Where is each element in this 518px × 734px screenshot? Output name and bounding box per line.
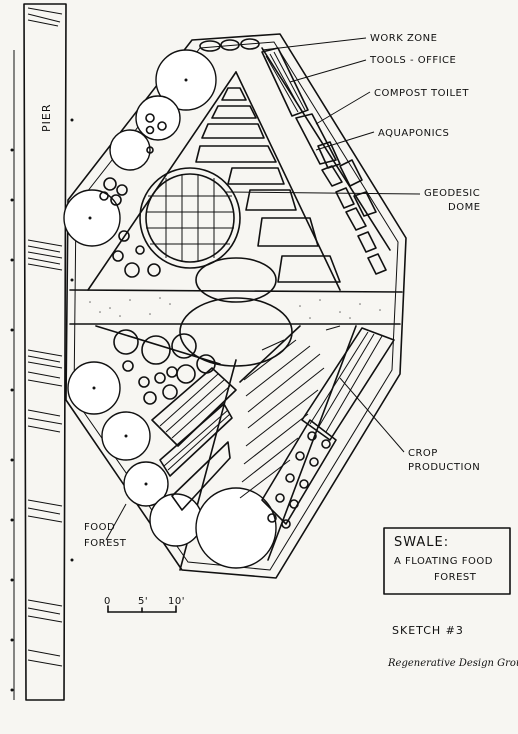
sketch-number: SKETCH #3 bbox=[392, 624, 464, 637]
scale-zero: 0 bbox=[104, 596, 111, 607]
barge-outline bbox=[65, 33, 407, 579]
title-swale: SWALE: bbox=[394, 535, 449, 550]
label-geodesic-line1: GEODESIC bbox=[424, 188, 480, 199]
label-aquaponics: AQUAPONICS bbox=[378, 128, 449, 139]
label-compost-toilet: COMPOST TOILET bbox=[374, 88, 469, 99]
pier-label: PIER bbox=[40, 104, 53, 132]
pier: PIER bbox=[10, 3, 74, 701]
title-line1: A FLOATING FOOD bbox=[394, 556, 493, 567]
credit-line: Regenerative Design Group bbox=[387, 658, 518, 669]
tools-office-blocks bbox=[261, 47, 387, 275]
title-line2: FOREST bbox=[434, 572, 477, 583]
label-geodesic-line2: DOME bbox=[448, 202, 481, 213]
label-tools-office: TOOLS - OFFICE bbox=[369, 55, 456, 66]
aquaponics-beds bbox=[195, 87, 341, 283]
lower-food-forest bbox=[67, 329, 277, 569]
label-crop-line1: CROP bbox=[408, 448, 438, 459]
title-box: SWALE: A FLOATING FOOD FOREST bbox=[383, 527, 511, 595]
leader-lines bbox=[105, 37, 421, 541]
central-walkway bbox=[69, 289, 403, 325]
label-crop-line2: PRODUCTION bbox=[408, 462, 480, 473]
label-food-forest-line1: FOOD bbox=[84, 522, 115, 533]
upper-food-forest bbox=[63, 49, 277, 303]
scale-five: 5' bbox=[138, 596, 148, 607]
geodesic-dome bbox=[139, 167, 241, 269]
label-food-forest-line2: FOREST bbox=[84, 538, 127, 549]
lower-crop-beds bbox=[151, 325, 395, 529]
scale-bar: 0 5' 10' bbox=[104, 596, 185, 613]
scale-ten: 10' bbox=[168, 596, 185, 607]
label-work-zone: WORK ZONE bbox=[370, 33, 437, 44]
upper-zone bbox=[87, 38, 391, 291]
